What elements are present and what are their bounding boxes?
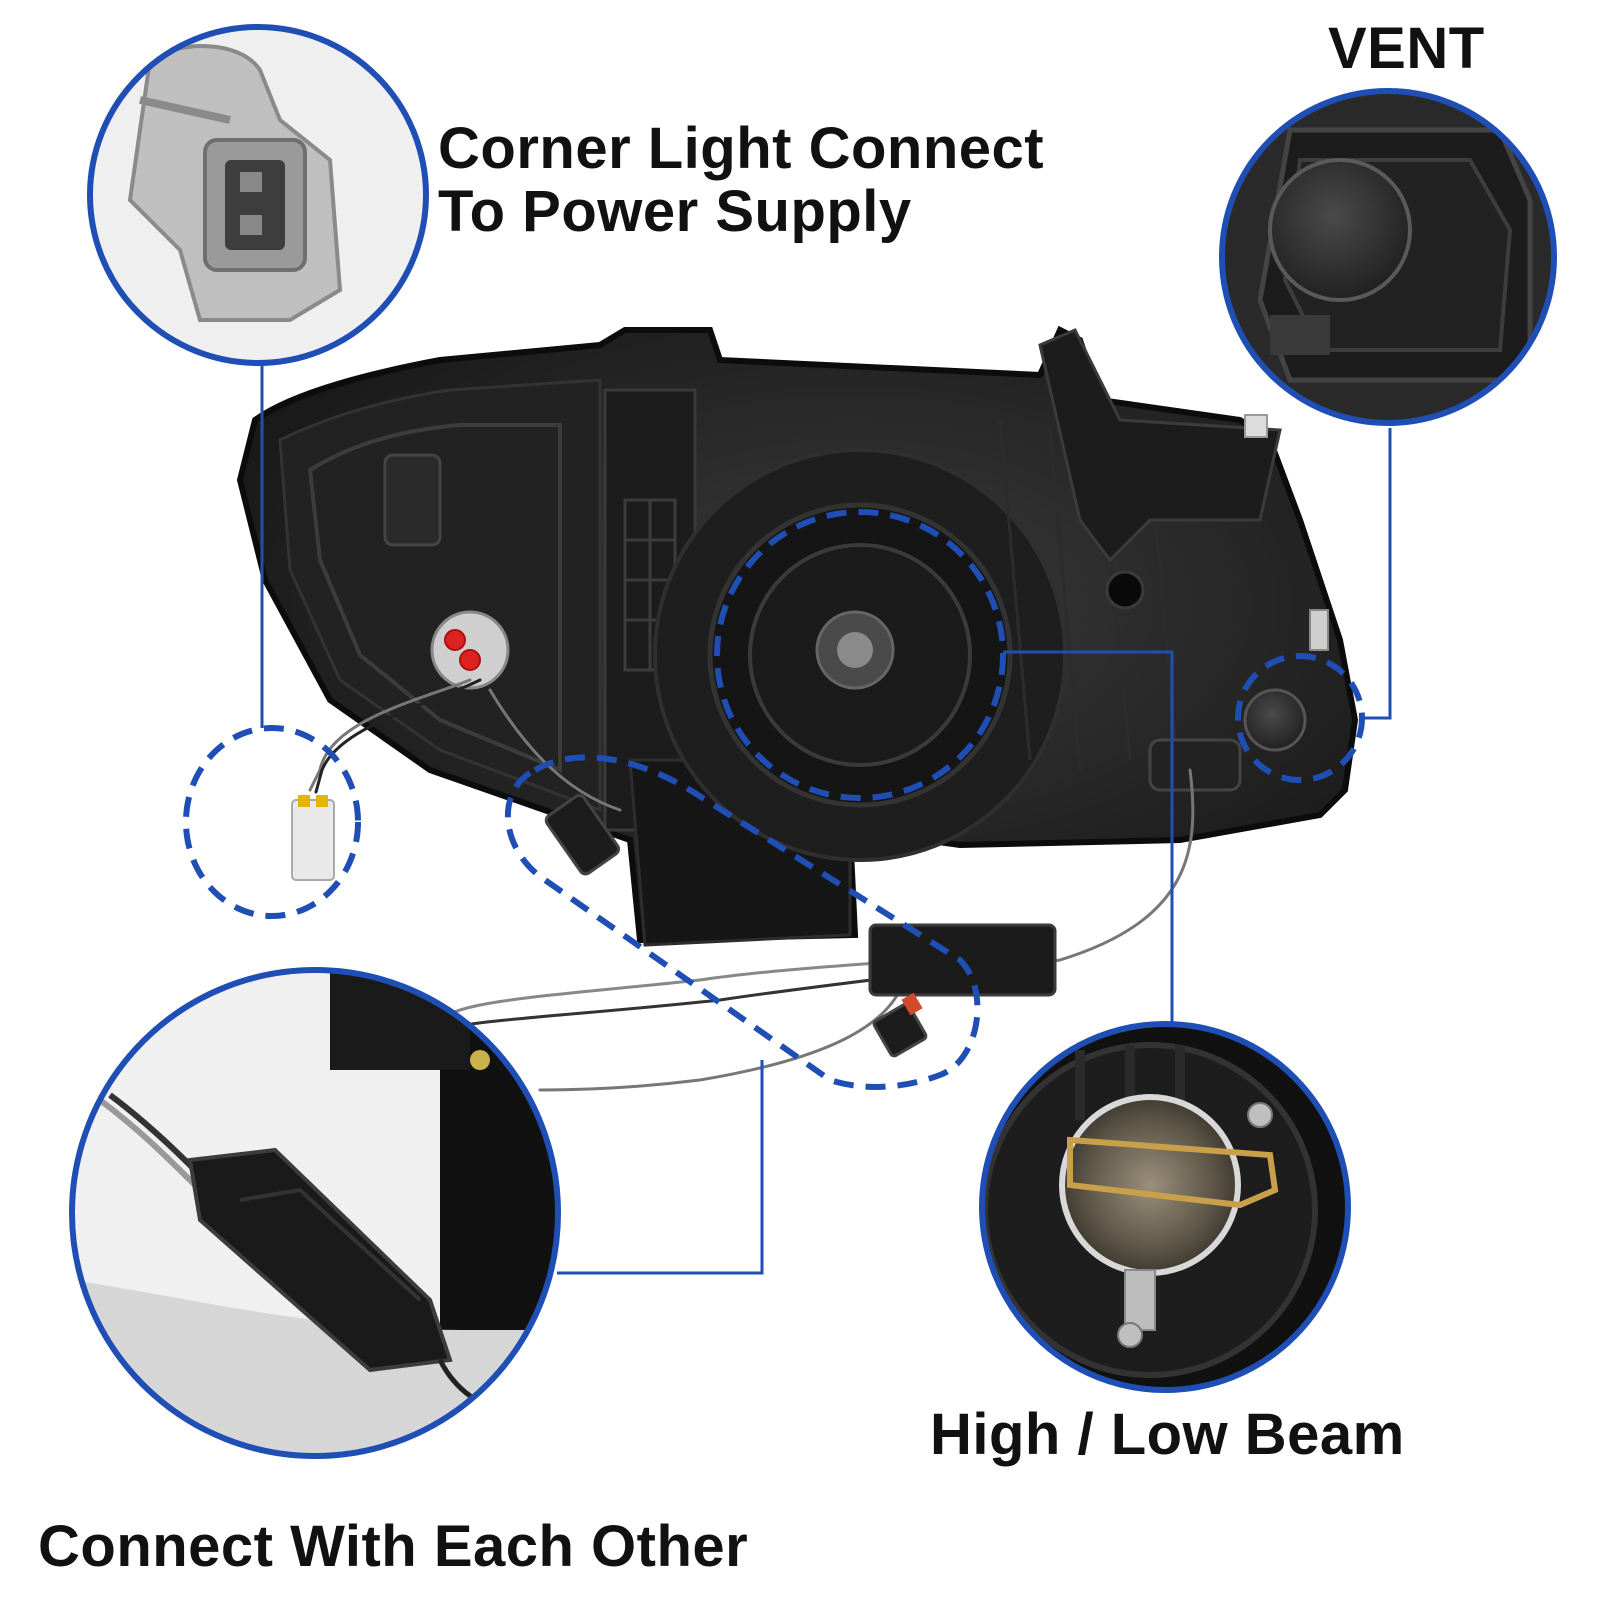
- dashed-highlights: [183, 509, 1365, 1090]
- zoom-connector-pair: [69, 967, 561, 1459]
- leader-lines: [260, 366, 1392, 1275]
- corner-light-label-line1: Corner Light Connect: [438, 116, 1045, 181]
- corner-light-label-line2: To Power Supply: [438, 178, 912, 244]
- zoom-beam-bulb: [979, 1021, 1351, 1393]
- vent-label: VENT: [1328, 16, 1485, 81]
- corner-light-label: Corner Light Connect To Power Supply: [438, 116, 1045, 244]
- zoom-corner-connector: [87, 24, 429, 366]
- high-low-beam-label: High / Low Beam: [930, 1402, 1405, 1467]
- zoom-vent: [1219, 88, 1557, 426]
- connect-each-other-label: Connect With Each Other: [38, 1514, 749, 1579]
